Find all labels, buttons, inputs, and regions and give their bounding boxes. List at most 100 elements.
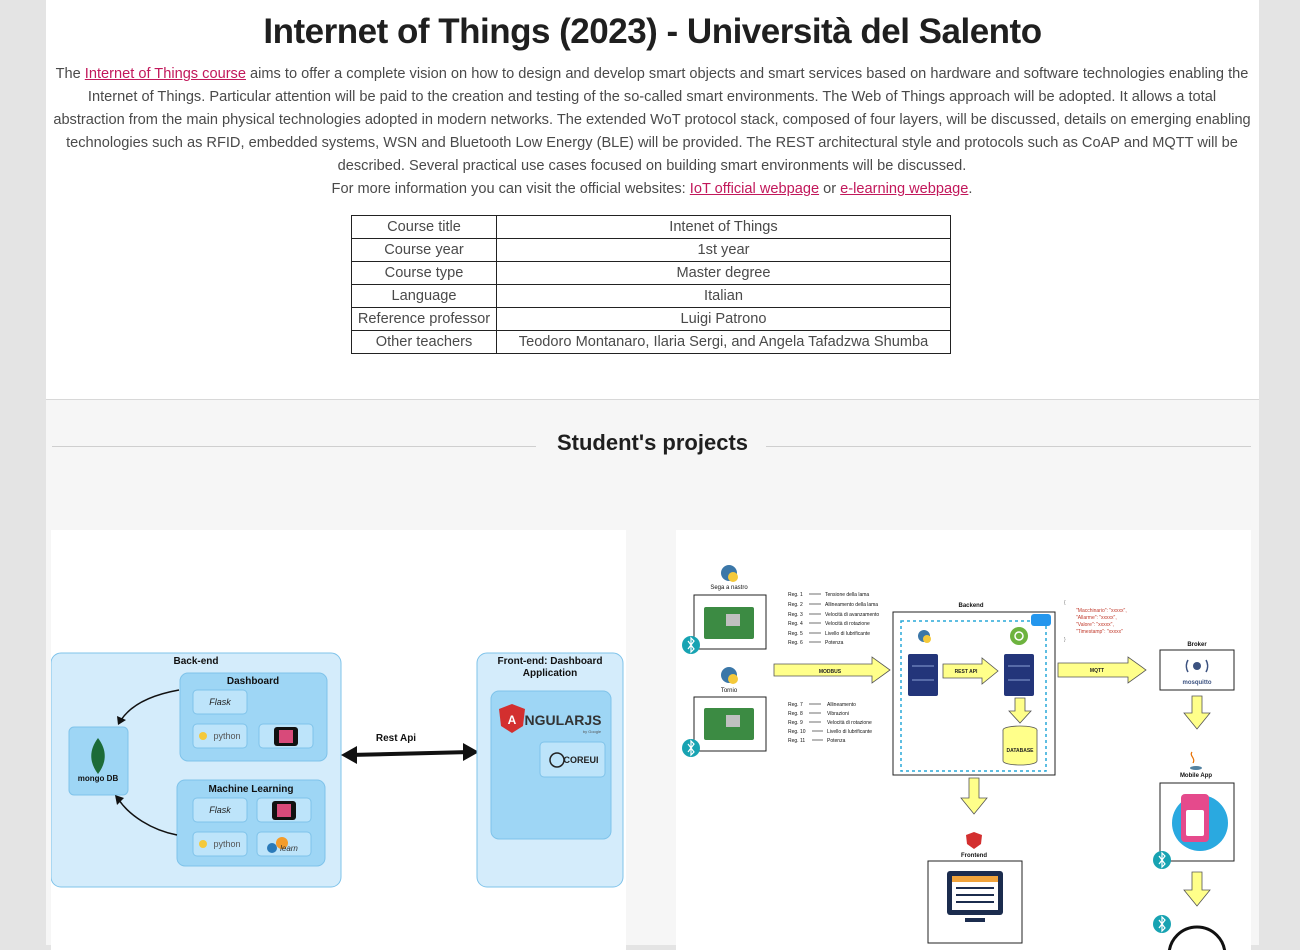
reg-label: Livello di lubrificante xyxy=(825,631,870,637)
table-key: Course type xyxy=(351,261,497,285)
reg-id: Reg. 11 xyxy=(788,738,805,744)
table-key: Course year xyxy=(351,238,497,262)
table-value: Teodoro Montanaro, Ilaria Sergi, and Ang… xyxy=(496,330,951,354)
json-sample: { "Macchinario": "xxxxx", "Allarme": "xx… xyxy=(1064,600,1127,643)
json-line: "Macchinario": "xxxxx", xyxy=(1076,608,1127,614)
reg-id: Reg. 10 xyxy=(788,729,806,735)
reg-id: Reg. 6 xyxy=(788,640,803,646)
bluetooth-glyph xyxy=(1158,915,1166,933)
arrow-head xyxy=(463,743,479,761)
reg-id: Reg. 2 xyxy=(788,602,803,608)
broker-label: Broker xyxy=(1187,642,1207,648)
mqtt-arrow xyxy=(1057,656,1147,684)
json-line: "Valore": "xxxxx", xyxy=(1076,622,1114,628)
rest-api-label: Rest Api xyxy=(376,733,416,744)
mobile-label: Mobile App xyxy=(1180,773,1212,779)
main-page: Internet of Things (2023) - Università d… xyxy=(46,0,1259,950)
table-value: Luigi Patrono xyxy=(496,307,951,331)
intro-text: or xyxy=(819,181,841,197)
backend-label: Back-end xyxy=(173,656,218,667)
angular-a: A xyxy=(508,713,517,727)
rest-api-label: REST API xyxy=(955,669,978,675)
json-line: { xyxy=(1064,600,1066,606)
mqtt-label: MQTT xyxy=(1090,668,1104,674)
table-key: Other teachers xyxy=(351,330,497,354)
docker-icon xyxy=(1031,614,1051,626)
projects-title: Student's projects xyxy=(556,430,749,455)
python-icon xyxy=(728,572,738,582)
ml-label: Machine Learning xyxy=(208,784,293,795)
reg-label: Vibrazioni xyxy=(827,711,849,717)
down-arrow xyxy=(1183,871,1211,907)
rest-api-arrow xyxy=(348,750,472,757)
register-list-2: Reg. 7 Allineamento Reg. 8 Vibrazioni Re… xyxy=(788,702,872,744)
curved-arrow xyxy=(120,689,180,721)
sega-label: Sega a nastro xyxy=(710,585,748,591)
frontend-label: Application xyxy=(523,668,577,679)
reg-id: Reg. 3 xyxy=(788,612,803,618)
table-key: Reference professor xyxy=(351,307,497,331)
reg-label: Tensione della lama xyxy=(825,592,869,598)
bluetooth-glyph xyxy=(1158,851,1166,869)
modbus-label: MODBUS xyxy=(819,669,842,675)
server-icon xyxy=(908,654,938,696)
reg-label: Livello di lubrificante xyxy=(827,729,872,735)
mongodb-leaf-icon xyxy=(91,738,105,774)
intro-text: aims to offer a complete vision on how t… xyxy=(53,66,1251,174)
curved-arrow xyxy=(118,799,178,836)
phone-screen-icon xyxy=(1186,810,1204,836)
reg-id: Reg. 4 xyxy=(788,621,803,627)
server-icon xyxy=(1004,654,1034,696)
json-line: "Allarme": "xxxxx", xyxy=(1076,615,1117,621)
docker-container xyxy=(900,620,1047,772)
reg-label: Allineamento xyxy=(827,702,856,708)
sklearn-icon xyxy=(276,837,288,849)
down-arrow xyxy=(1008,697,1032,724)
database-label: DATABASE xyxy=(1006,748,1034,754)
rest-api-arrow xyxy=(942,657,999,685)
reg-id: Reg. 7 xyxy=(788,702,803,708)
jupyter-icon-inner xyxy=(277,804,291,817)
table-value: Intenet of Things xyxy=(496,215,951,239)
java-icon xyxy=(1190,751,1195,764)
raspberry-chip-icon xyxy=(726,715,740,727)
python-logo xyxy=(192,723,248,749)
reg-label: Potenza xyxy=(827,738,846,744)
table-value: Master degree xyxy=(496,261,951,285)
coreui-logo-box xyxy=(539,741,606,778)
table-value: 1st year xyxy=(496,238,951,262)
elearning-link[interactable]: e-learning webpage xyxy=(840,181,969,197)
learn-text: learn xyxy=(280,844,298,853)
python-logo xyxy=(192,831,248,857)
frontend-label: Front-end: Dashboard xyxy=(498,656,603,667)
page-title: Internet of Things (2023) - Università d… xyxy=(263,12,1042,51)
reg-id: Reg. 1 xyxy=(788,592,803,598)
table-key: Language xyxy=(351,284,497,308)
mongo-text: mongo DB xyxy=(78,774,119,783)
mosquitto-icon xyxy=(1193,662,1201,670)
python-icon xyxy=(728,674,738,684)
table-key: Course title xyxy=(351,215,497,239)
course-link[interactable]: Internet of Things course xyxy=(84,66,246,82)
arrow-head xyxy=(115,795,124,805)
divider xyxy=(766,446,1251,447)
register-list-1: Reg. 1 Tensione della lama Reg. 2 Alline… xyxy=(788,592,879,646)
iot-official-link[interactable]: IoT official webpage xyxy=(689,181,820,197)
arrow-head xyxy=(341,746,357,764)
reg-label: Allineamento della lama xyxy=(825,602,878,608)
architecture-diagram-2: Sega a nastro Tornio Reg. 1 xyxy=(682,565,1235,950)
spring-icon xyxy=(1010,627,1028,645)
flask-text: Flask xyxy=(209,697,231,707)
json-line: } xyxy=(1064,637,1066,643)
python-icon xyxy=(199,840,207,848)
project-card-1[interactable]: Back-end Dashboard Flask python Machine … xyxy=(51,530,626,950)
project-card-2[interactable]: Sega a nastro Tornio Reg. 1 xyxy=(676,530,1251,950)
python-text: python xyxy=(213,839,240,849)
mosquitto-text: mosquitto xyxy=(1183,680,1212,686)
angular-text: NGULARJS xyxy=(524,712,601,728)
course-description: The Internet of Things course aims to of… xyxy=(52,63,1252,201)
